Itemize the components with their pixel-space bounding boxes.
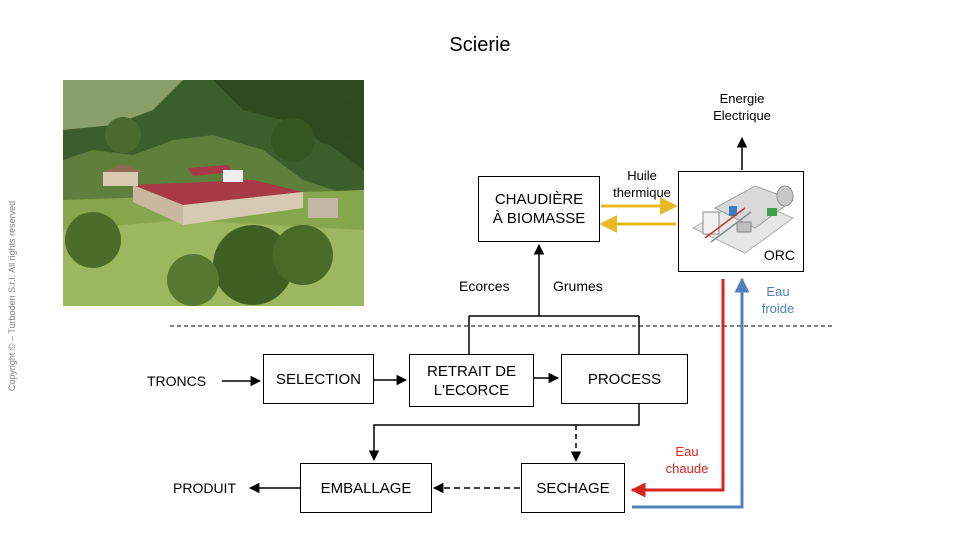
arrow-process-emballage (368, 404, 640, 462)
grumes-label: Grumes (553, 278, 603, 294)
produit-label: PRODUIT (173, 480, 236, 496)
process-box: PROCESS (561, 354, 688, 404)
arrow-eau-froide (632, 277, 750, 509)
process-label: PROCESS (587, 370, 662, 388)
orc-box: ORC (678, 171, 804, 272)
chaudiere-biomasse-box: CHAUDIÈRE À BIOMASSE (478, 176, 600, 242)
chaudiere-label-line2: À BIOMASSE (492, 210, 586, 227)
sawmill-photo (63, 80, 364, 306)
ecorces-label: Ecorces (459, 278, 510, 294)
emballage-box: EMBALLAGE (300, 463, 432, 513)
eau-froide-line1: Eau (766, 284, 790, 299)
eau-froide-label: Eau froide (756, 283, 800, 317)
sechage-box: SECHAGE (521, 463, 625, 513)
selection-box: SELECTION (263, 354, 374, 404)
energie-line2: Electrique (713, 108, 771, 123)
sechage-label: SECHAGE (536, 479, 610, 497)
huile-line1: Huile (627, 168, 657, 183)
huile-thermique-label: Huile thermique (604, 167, 680, 201)
chaudiere-label-line1: CHAUDIÈRE (494, 191, 584, 208)
eau-chaude-label: Eau chaude (660, 443, 714, 477)
orc-machine-icon (691, 185, 795, 254)
retrait-label-line2: L'ECORCE (433, 381, 510, 399)
troncs-label: TRONCS (147, 373, 207, 389)
emballage-label: EMBALLAGE (320, 479, 412, 497)
energie-line1: Energie (719, 91, 765, 106)
eau-chaude-line1: Eau (675, 444, 699, 459)
diagram-title: Scierie (449, 34, 511, 56)
orc-label: ORC (763, 247, 795, 263)
sawmill-landscape-icon (63, 80, 364, 306)
selection-label: SELECTION (275, 370, 362, 388)
eau-froide-line2: froide (761, 301, 795, 316)
arrow-eau-chaude (630, 279, 725, 498)
eau-chaude-line2: chaude (665, 461, 709, 476)
retrait-label-line1: RETRAIT DE (427, 362, 516, 380)
energie-electrique-label: Energie Electrique (702, 90, 782, 124)
huile-line2: thermique (613, 185, 671, 200)
retrait-ecorce-box: RETRAIT DE L'ECORCE (409, 354, 534, 407)
